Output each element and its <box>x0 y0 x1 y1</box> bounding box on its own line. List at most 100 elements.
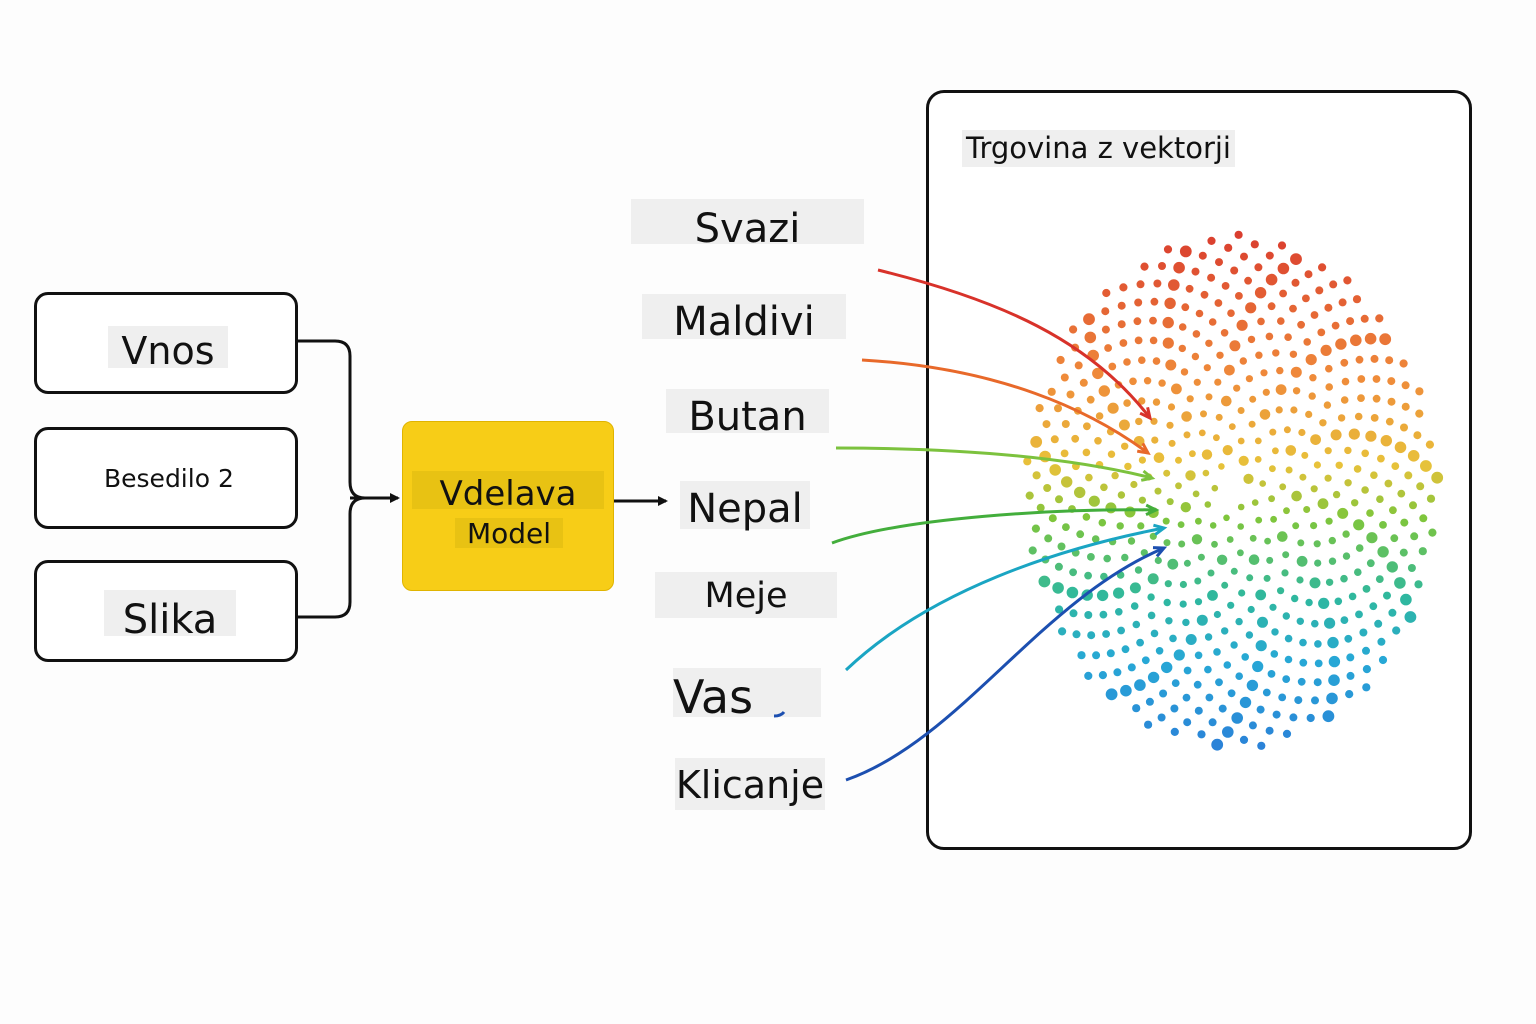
vector-point <box>1136 280 1145 289</box>
vector-point <box>1231 712 1243 724</box>
vector-point <box>1202 469 1210 477</box>
vector-point <box>1314 659 1323 668</box>
vector-point <box>1305 410 1313 418</box>
vector-point <box>1254 287 1267 299</box>
vector-point <box>1387 377 1396 386</box>
vector-point <box>1117 491 1126 499</box>
vector-point <box>1327 636 1339 649</box>
vector-point <box>1290 253 1302 265</box>
vector-point <box>1344 479 1352 487</box>
vector-point <box>1270 650 1279 658</box>
vector-point <box>1144 720 1153 729</box>
vector-point <box>1096 589 1109 602</box>
vector-point <box>1313 540 1321 548</box>
vector-point <box>1035 404 1044 413</box>
vector-point <box>1350 334 1362 347</box>
vector-point <box>1237 503 1245 511</box>
vector-point <box>1153 279 1162 288</box>
vector-point <box>1340 574 1348 583</box>
vector-point <box>1198 429 1206 437</box>
vector-point <box>1291 594 1299 603</box>
vector-point <box>1310 522 1318 530</box>
vector-point <box>1362 665 1371 674</box>
vector-point <box>1290 366 1302 378</box>
vector-point <box>1306 713 1315 723</box>
word-arrows <box>831 268 1168 782</box>
vector-point <box>1193 378 1201 386</box>
vector-point <box>1284 634 1293 643</box>
vector-point <box>1404 471 1413 480</box>
vector-point <box>1247 605 1255 614</box>
vector-point <box>1197 553 1205 561</box>
vector-point <box>1154 556 1162 565</box>
vector-point <box>1166 498 1174 506</box>
vector-point <box>1237 437 1245 445</box>
word-label-klicanje: Klicanje <box>675 758 825 810</box>
vector-point <box>1415 387 1424 396</box>
connector-image-to-model <box>298 496 366 619</box>
vector-point <box>1359 628 1368 637</box>
arrow-vas-head <box>1153 523 1168 536</box>
vector-point <box>1292 387 1301 395</box>
vector-point <box>1095 412 1104 420</box>
vector-point <box>1101 307 1110 316</box>
input-box-image <box>34 560 298 662</box>
vector-point <box>1057 542 1066 551</box>
vector-point <box>1248 420 1256 428</box>
vector-point <box>1163 598 1171 607</box>
vector-point <box>1162 316 1174 329</box>
vector-point <box>1207 273 1216 282</box>
vector-point <box>1400 423 1408 432</box>
vector-point <box>1222 445 1233 456</box>
vector-point <box>1309 577 1321 589</box>
arrow-svazi-head <box>1139 406 1153 421</box>
vector-point <box>1191 352 1200 361</box>
vector-point <box>1410 532 1419 541</box>
vector-point <box>1179 580 1187 589</box>
vector-point <box>1102 630 1110 638</box>
vector-point <box>1354 568 1362 576</box>
vector-point <box>1370 354 1379 363</box>
vector-point <box>1362 646 1370 655</box>
vector-point <box>1153 452 1165 464</box>
vector-point <box>1252 660 1264 673</box>
vector-point <box>1370 471 1378 480</box>
vector-point <box>1415 409 1424 418</box>
vector-point <box>1182 693 1191 702</box>
vector-point <box>1275 384 1287 395</box>
vector-point <box>1260 369 1268 377</box>
word-label-maldivi: Maldivi <box>642 294 846 342</box>
vector-point <box>1335 461 1343 469</box>
vector-point <box>1209 522 1217 529</box>
vector-point <box>1158 379 1166 387</box>
vector-point <box>1266 556 1274 564</box>
vector-point <box>1194 577 1202 585</box>
vector-point <box>1355 544 1364 552</box>
vector-point <box>1328 655 1341 668</box>
vector-point <box>1117 301 1126 310</box>
vector-point <box>1102 288 1111 298</box>
vector-point <box>1299 658 1308 667</box>
vector-point <box>1133 317 1142 326</box>
vector-point <box>1277 531 1288 542</box>
vector-point <box>1207 569 1215 577</box>
vector-point <box>1170 704 1179 713</box>
vector-point <box>1158 262 1166 270</box>
vector-point <box>1103 554 1111 563</box>
vector-point <box>1047 387 1056 396</box>
vector-point <box>1223 514 1230 522</box>
input-connectors <box>298 339 668 619</box>
vector-point <box>1249 395 1257 403</box>
vector-point <box>1028 546 1037 555</box>
vector-point <box>1289 304 1297 313</box>
vector-point <box>1134 679 1146 691</box>
vector-point <box>1268 495 1275 503</box>
vector-point <box>1150 297 1159 306</box>
vector-point <box>1353 519 1365 531</box>
vector-point <box>1240 252 1248 261</box>
embedding-model-label-line2: Model <box>455 518 563 548</box>
vector-point <box>1134 566 1143 574</box>
vector-point <box>1348 428 1360 440</box>
vector-point <box>1385 356 1394 365</box>
vector-point <box>1237 407 1245 414</box>
